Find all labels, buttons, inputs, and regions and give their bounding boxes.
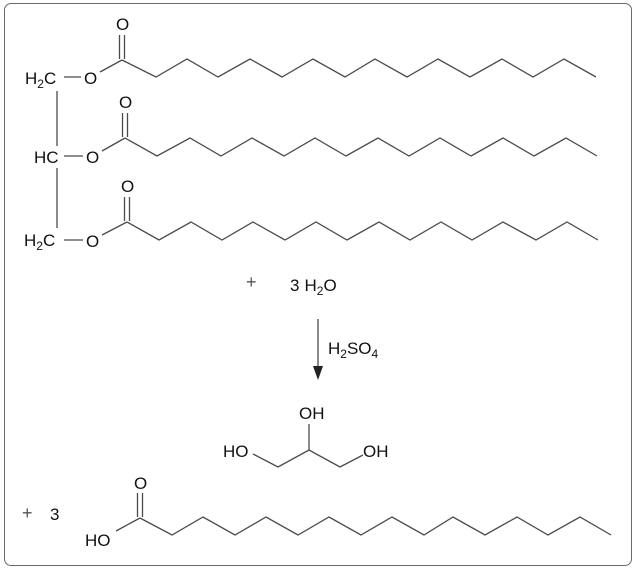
glycerol-oh-right: OH	[363, 442, 389, 461]
acid-carbonyl-oxygen: O	[134, 474, 147, 493]
carbonyl-oxygen-3: O	[121, 177, 134, 196]
ester-oxygen-3: O	[86, 232, 99, 251]
palmitic-acid: HO O	[85, 474, 612, 550]
fatty-chain-3: O	[101, 177, 599, 241]
acid-hydroxyl: HO	[85, 531, 111, 550]
reaction-arrow	[313, 319, 323, 380]
backbone-ch-middle: HC	[34, 148, 59, 167]
glycerol-oh-left: HO	[223, 442, 249, 461]
carbonyl-oxygen-2: O	[119, 93, 132, 112]
triglyceride: H2C O HC O H2C O O O	[24, 15, 599, 253]
ester-oxygen-1: O	[84, 69, 97, 88]
backbone-ch2-top: H2C	[25, 69, 56, 91]
glycerol: HO OH OH	[223, 404, 389, 468]
glycerol-oh-top: OH	[299, 404, 325, 423]
catalyst-label: H2SO4	[328, 339, 379, 361]
backbone-ch2-bottom: H2C	[24, 231, 55, 253]
fatty-chain-1: O	[99, 15, 597, 78]
ester-oxygen-2: O	[86, 148, 99, 167]
plus-sign-products: +	[22, 503, 33, 523]
fatty-acid-coefficient: 3	[50, 505, 59, 524]
carbonyl-oxygen-1: O	[116, 15, 129, 34]
plus-sign-reactants: +	[246, 272, 257, 292]
diagram-frame	[4, 3, 632, 566]
fatty-chain-2: O	[101, 93, 598, 157]
